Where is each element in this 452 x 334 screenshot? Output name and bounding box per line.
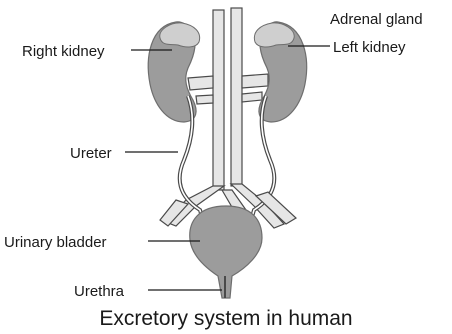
label-urethra: Urethra xyxy=(74,283,125,300)
right-renal-artery xyxy=(196,95,213,104)
label-adrenal-gland: Adrenal gland xyxy=(330,11,423,28)
label-left-kidney: Left kidney xyxy=(333,39,406,56)
figure-caption: Excretory system in human xyxy=(99,307,352,330)
left-renal-artery xyxy=(242,74,268,88)
vena-cava xyxy=(213,10,224,190)
label-ureter: Ureter xyxy=(70,145,112,162)
left-adrenal-gland xyxy=(254,23,294,47)
right-adrenal-gland xyxy=(160,23,200,47)
urinary-bladder xyxy=(190,206,262,298)
aorta xyxy=(231,8,242,186)
right-renal-vein xyxy=(188,76,213,90)
label-right-kidney: Right kidney xyxy=(22,43,105,60)
left-renal-vein xyxy=(242,92,262,102)
label-urinary-bladder: Urinary bladder xyxy=(4,234,107,251)
